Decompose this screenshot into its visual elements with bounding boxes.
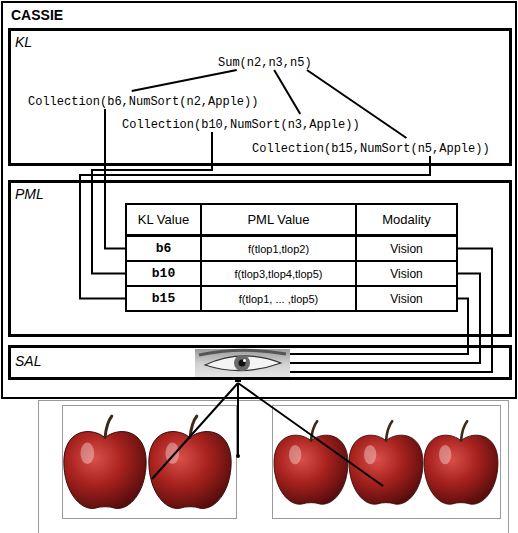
connector-line <box>274 70 300 114</box>
header-text: PML Value <box>247 212 309 227</box>
layer-name: SAL <box>15 353 41 369</box>
term-text: Collection(b10,NumSort(n3,Apple)) <box>122 118 360 132</box>
table-header-cell: KL Value <box>125 203 202 237</box>
kl-value: b6 <box>156 241 172 256</box>
term-text: Collection(b6,NumSort(n2,Apple)) <box>28 95 258 109</box>
table-cell: f(tlop1,tlop2) <box>200 235 357 262</box>
eyebrow <box>199 350 286 355</box>
modality-value: Vision <box>390 267 422 281</box>
group-frame <box>63 406 237 519</box>
term-node: Sum(n2,n3,n5) <box>218 52 312 70</box>
table-cell: b10 <box>125 260 202 287</box>
header-text: Modality <box>382 212 430 227</box>
layer-box: SAL <box>8 345 512 380</box>
apple <box>349 421 423 504</box>
pml-value: f(tlop3,tlop4,tlop5) <box>234 268 322 280</box>
apple <box>64 416 146 508</box>
connector-line <box>132 70 237 91</box>
modality-value: Vision <box>390 292 422 306</box>
layer-box: KL Sum(n2,n3,n5) Collection(b6,NumSort(n2,… <box>8 28 512 166</box>
term-text: Sum(n2,n3,n5) <box>218 56 312 70</box>
connector-line <box>80 156 430 299</box>
gaze-dot <box>236 454 240 458</box>
eye-skin <box>195 349 290 377</box>
layer-name: PML <box>15 186 44 202</box>
eye-picture <box>195 349 290 377</box>
system-frame: CASSIE KL Sum(n2,n3,n5) Collection(b6,NumSo… <box>1 1 517 399</box>
term-node: Collection(b15,NumSort(n5,Apple)) <box>252 138 490 156</box>
apple <box>424 421 498 504</box>
table-header-cell: PML Value <box>200 203 357 237</box>
term-text: Collection(b15,NumSort(n5,Apple)) <box>252 142 490 156</box>
system-title: CASSIE <box>11 7 63 23</box>
table-header-cell: Modality <box>355 203 458 237</box>
term-node: Collection(b10,NumSort(n3,Apple)) <box>122 114 360 132</box>
table-cell: f(tlop3,tlop4,tlop5) <box>200 260 357 287</box>
pml-value: f(tlop1,tlop2) <box>248 243 309 255</box>
kl-value: b15 <box>152 291 175 306</box>
layer-box: PML KL Value PML Value Modality b6 f(tlop1,tl… <box>8 180 512 337</box>
group-frame <box>273 406 501 519</box>
connector-line <box>92 132 212 274</box>
eye-white <box>205 356 281 371</box>
table-cell: b6 <box>125 235 202 262</box>
table-cell: Vision <box>355 235 458 262</box>
iris <box>234 355 250 371</box>
modality-value: Vision <box>390 242 422 256</box>
table-cell: Vision <box>355 260 458 287</box>
term-node: Collection(b6,NumSort(n2,Apple)) <box>28 91 258 109</box>
header-text: KL Value <box>138 212 189 227</box>
scene-frame <box>39 401 509 533</box>
table-cell: f(tlop1, ... ,tlop5) <box>200 285 357 312</box>
kl-value: b10 <box>152 266 175 281</box>
table-cell: Vision <box>355 285 458 312</box>
layer-name: KL <box>15 34 32 50</box>
gaze-origin <box>235 380 241 382</box>
pml-value: f(tlop1, ... ,tlop5) <box>239 293 318 305</box>
apple <box>149 416 231 508</box>
pupil <box>239 360 246 367</box>
gaze-line <box>237 383 239 455</box>
table-cell: b15 <box>125 285 202 312</box>
eye-glint <box>243 359 246 362</box>
